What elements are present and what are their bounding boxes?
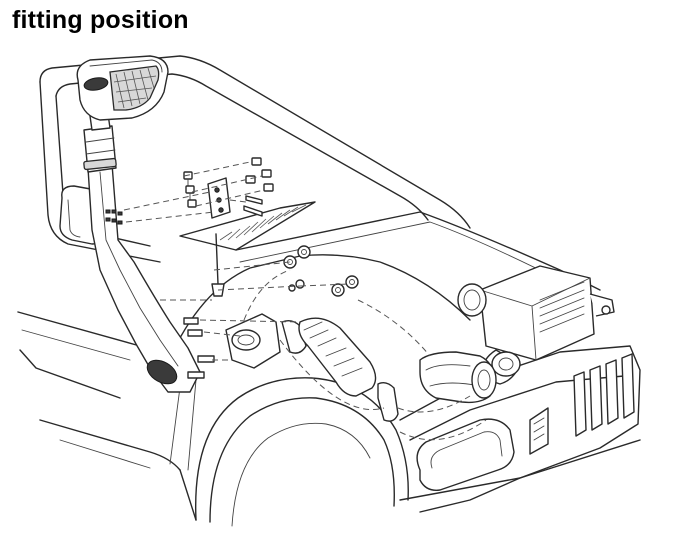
washer-set xyxy=(283,245,359,297)
page-title: fitting position xyxy=(12,6,189,34)
windshield-frame xyxy=(39,55,601,291)
flex-hose xyxy=(298,317,399,422)
snorkel-vent-slots xyxy=(105,209,123,225)
front-end xyxy=(399,345,641,513)
pillar-bracket xyxy=(207,177,231,219)
snorkel-air-ram-head xyxy=(76,55,169,121)
intake-pipe xyxy=(419,351,497,404)
air-filter-box xyxy=(457,265,615,385)
snorkel-body-badge xyxy=(146,359,178,385)
fender-inlet-adaptor xyxy=(225,313,307,369)
assembly-guide-lines xyxy=(123,161,487,441)
grille-slots xyxy=(573,353,635,437)
antenna xyxy=(211,233,225,297)
vehicle-body xyxy=(17,254,471,527)
snorkel xyxy=(76,55,215,393)
